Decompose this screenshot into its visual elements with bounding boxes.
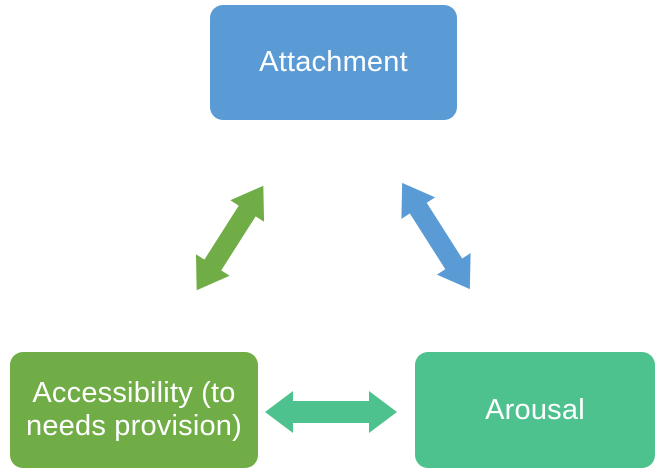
node-accessibility-label: Accessibility (to needs provision)	[26, 377, 242, 442]
edge-attachment-arousal	[401, 182, 471, 290]
node-attachment-label: Attachment	[259, 46, 408, 78]
node-arousal-label: Arousal	[485, 393, 585, 426]
double-arrow-icon	[195, 185, 265, 291]
double-arrow-icon	[265, 391, 397, 433]
node-arousal: Arousal	[415, 352, 655, 468]
edge-attachment-accessibility	[195, 185, 265, 291]
node-attachment: Attachment	[210, 5, 457, 120]
double-arrow-icon	[401, 182, 471, 290]
node-accessibility: Accessibility (to needs provision)	[10, 352, 258, 468]
edge-accessibility-arousal	[265, 391, 397, 433]
